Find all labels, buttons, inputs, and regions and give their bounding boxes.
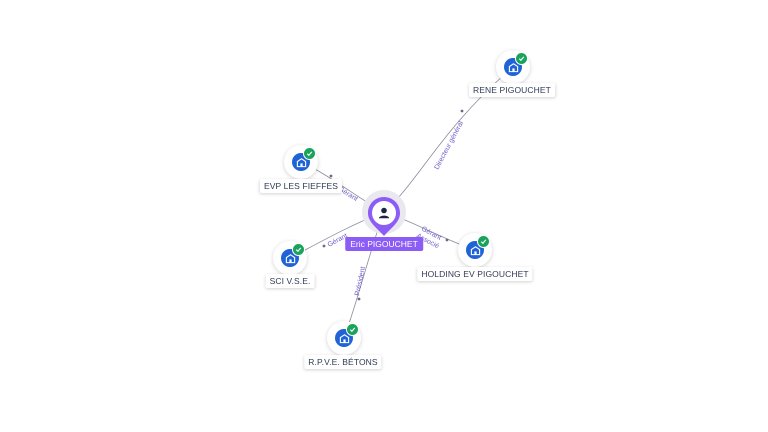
edge-arrow [460,109,464,113]
verified-check-icon [303,147,316,160]
verified-check-icon [346,323,359,336]
node-evp-les-fieffes[interactable] [284,145,318,179]
edge-arrow [445,238,449,242]
node-label-sci-vse[interactable]: SCI V.S.E. [265,274,315,288]
node-rene-pigouchet[interactable] [496,50,530,84]
verified-check-icon [477,235,490,248]
edge-arrow [357,297,361,301]
edge-label-rene: Directeur général [434,120,466,171]
verified-check-icon [292,243,305,256]
node-label-evp-les-fieffes[interactable]: EVP LES FIEFFES [259,179,343,193]
center-node-pin[interactable] [366,195,402,237]
node-label-rene-pigouchet[interactable]: RENE PIGOUCHET [469,83,555,97]
node-rpve-betons[interactable] [327,321,361,355]
edge-arrow [329,174,333,178]
node-label-holding-ev-pigouchet[interactable]: HOLDING EV PIGOUCHET [417,267,533,281]
person-icon [378,207,390,219]
node-sci-vse[interactable] [273,241,307,275]
edge-label-rpve: Président [354,266,367,296]
node-holding-ev-pigouchet[interactable] [458,233,492,267]
center-node-label[interactable]: Eric PIGOUCHET [345,237,423,251]
node-label-rpve-betons[interactable]: R.P.V.E. BÉTONS [304,355,382,369]
verified-check-icon [515,52,528,65]
edge-arrow [322,244,326,248]
